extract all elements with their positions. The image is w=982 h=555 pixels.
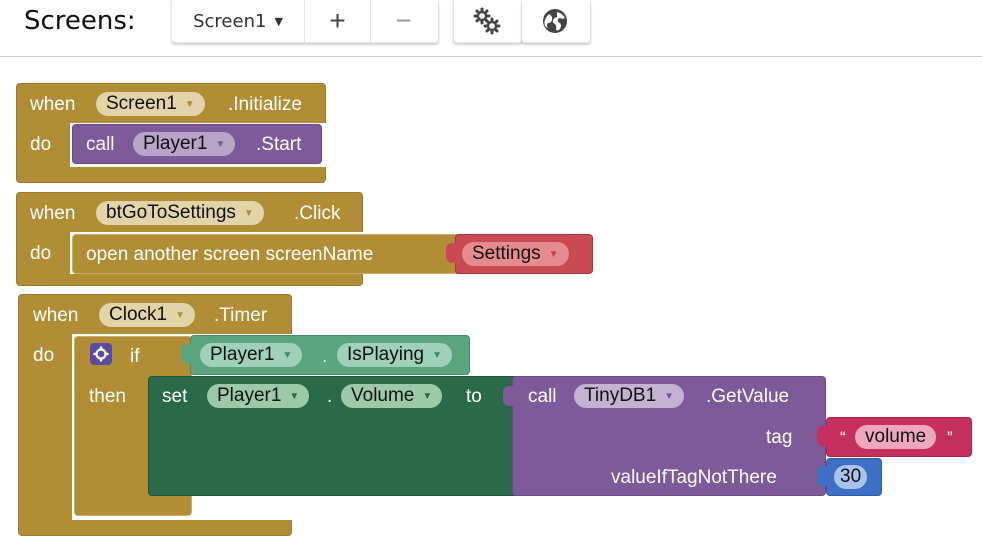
dropdown-value: btGoToSettings bbox=[106, 202, 236, 223]
to-label: to bbox=[466, 386, 482, 407]
connector-notch bbox=[817, 426, 827, 446]
method-name-label: .GetValue bbox=[706, 386, 790, 407]
number-value: 30 bbox=[840, 466, 862, 487]
component-dropdown-player1[interactable]: Player1 ▼ bbox=[207, 384, 310, 408]
designer-toolbar: Screens: Screen1 ▼ + − bbox=[0, 0, 982, 57]
call-label: call bbox=[86, 134, 115, 155]
dropdown-arrow-icon: ▼ bbox=[184, 99, 195, 110]
open-quote-icon: “ bbox=[840, 428, 846, 447]
component-dropdown-clock1[interactable]: Clock1 ▼ bbox=[99, 303, 195, 327]
dropdown-value: Settings bbox=[472, 243, 541, 264]
text-value: volume bbox=[865, 426, 927, 447]
when-label: when bbox=[33, 305, 79, 326]
when-label: when bbox=[30, 94, 76, 115]
property-dropdown-isplaying[interactable]: IsPlaying ▼ bbox=[337, 343, 453, 367]
language-button[interactable] bbox=[522, 0, 588, 42]
screen-controls: Screen1 ▼ + − bbox=[171, 0, 439, 43]
dropdown-value: Screen1 bbox=[106, 93, 177, 114]
minus-icon: − bbox=[395, 5, 412, 36]
project-settings-group bbox=[453, 0, 523, 43]
dot-label: . bbox=[322, 346, 328, 367]
property-dropdown-volume[interactable]: Volume ▼ bbox=[341, 384, 443, 408]
component-dropdown-player1[interactable]: Player1 ▼ bbox=[133, 132, 236, 156]
connector-notch bbox=[181, 344, 191, 364]
text-value-field[interactable]: volume bbox=[855, 425, 937, 449]
gear-icon bbox=[93, 346, 109, 362]
dropdown-arrow-icon: ▼ bbox=[243, 208, 254, 219]
screen-select-dropdown[interactable]: Screen1 ▼ bbox=[172, 0, 304, 42]
dropdown-arrow-icon: ▼ bbox=[175, 310, 185, 321]
when-label: when bbox=[30, 203, 76, 224]
chevron-down-icon: ▼ bbox=[274, 14, 283, 28]
default-param-label: valueIfTagNotThere bbox=[611, 467, 777, 488]
dropdown-value: IsPlaying bbox=[347, 344, 425, 365]
dropdown-arrow-icon: ▼ bbox=[664, 391, 675, 402]
connector-notch bbox=[503, 386, 513, 406]
gears-icon bbox=[473, 7, 501, 35]
screen-select-value: Screen1 bbox=[193, 10, 267, 32]
dropdown-value: Clock1 bbox=[109, 304, 168, 325]
close-quote-icon: ” bbox=[947, 428, 953, 447]
event-name-label: .Timer bbox=[214, 305, 268, 326]
number-value-field[interactable]: 30 bbox=[834, 465, 868, 489]
project-settings-button[interactable] bbox=[454, 0, 520, 42]
event-name-label: .Click bbox=[294, 203, 341, 224]
dropdown-arrow-icon: ▼ bbox=[289, 391, 300, 402]
dropdown-arrow-icon: ▼ bbox=[422, 391, 433, 402]
do-label: do bbox=[30, 134, 52, 155]
call-label: call bbox=[528, 386, 557, 407]
plus-icon: + bbox=[329, 5, 346, 36]
dropdown-value: Player1 bbox=[210, 344, 275, 365]
language-group bbox=[521, 0, 591, 43]
dropdown-arrow-icon: ▼ bbox=[432, 350, 443, 361]
dropdown-value: Volume bbox=[351, 385, 415, 406]
if-label: if bbox=[130, 346, 140, 367]
add-screen-button[interactable]: + bbox=[304, 0, 370, 42]
mutator-gear-button[interactable] bbox=[90, 343, 112, 365]
connector-notch bbox=[446, 243, 456, 263]
component-dropdown-player1[interactable]: Player1 ▼ bbox=[200, 343, 303, 367]
connector-notch bbox=[817, 466, 827, 486]
open-another-screen-block[interactable] bbox=[72, 234, 462, 274]
do-label: do bbox=[33, 345, 55, 366]
event-name-label: .Initialize bbox=[228, 94, 302, 115]
dropdown-arrow-icon: ▼ bbox=[548, 249, 559, 260]
globe-icon bbox=[543, 9, 567, 33]
dropdown-value: Player1 bbox=[217, 385, 282, 406]
do-label: do bbox=[30, 243, 52, 264]
dropdown-value: Player1 bbox=[143, 133, 208, 154]
component-dropdown-screen1[interactable]: Screen1 ▼ bbox=[96, 92, 205, 116]
screen-name-dropdown[interactable]: Settings ▼ bbox=[462, 242, 569, 266]
dot-label: . bbox=[327, 386, 333, 407]
setter-block-player1-volume[interactable] bbox=[148, 376, 518, 496]
dropdown-arrow-icon: ▼ bbox=[282, 350, 293, 361]
dropdown-value: TinyDB1 bbox=[584, 385, 657, 406]
screens-label: Screens: bbox=[24, 6, 136, 36]
set-label: set bbox=[162, 386, 188, 407]
component-dropdown-tinydb1[interactable]: TinyDB1 ▼ bbox=[574, 384, 685, 408]
remove-screen-button[interactable]: − bbox=[370, 0, 436, 42]
then-label: then bbox=[89, 386, 126, 407]
method-name-label: .Start bbox=[256, 134, 302, 155]
open-screen-label: open another screen screenName bbox=[86, 244, 374, 265]
dropdown-arrow-icon: ▼ bbox=[215, 139, 226, 150]
tag-param-label: tag bbox=[766, 427, 793, 448]
component-dropdown-btgotosettings[interactable]: btGoToSettings ▼ bbox=[96, 201, 264, 225]
